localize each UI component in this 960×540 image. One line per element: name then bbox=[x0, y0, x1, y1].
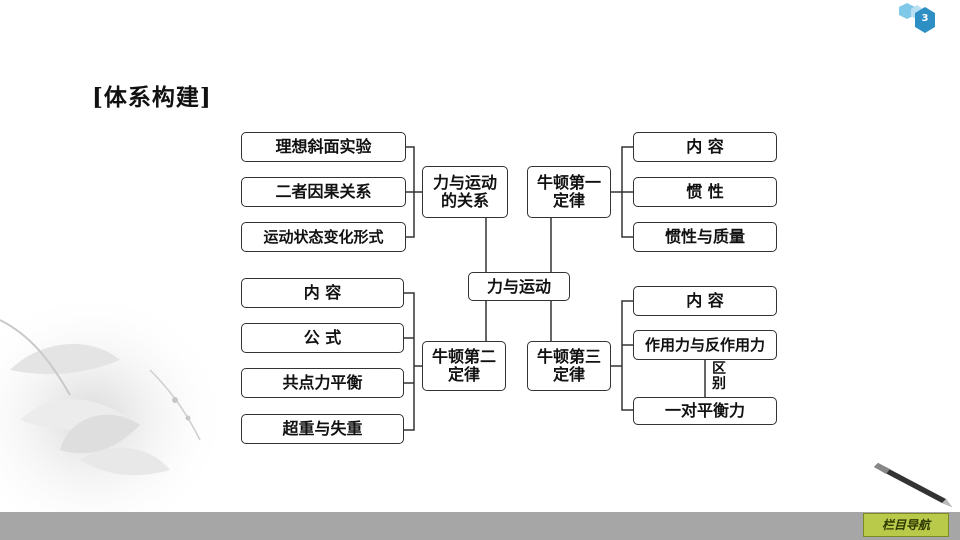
branch-newton-third-law: 牛顿第三 定律 bbox=[527, 341, 611, 391]
branch-newton-first-law: 牛顿第一 定律 bbox=[527, 166, 611, 218]
pen-icon bbox=[874, 463, 952, 507]
page-number: 3 bbox=[921, 13, 929, 24]
item-motion-state-change-forms: 运动状态变化形式 bbox=[241, 222, 406, 252]
item-concurrent-force-equilibrium: 共点力平衡 bbox=[241, 368, 404, 398]
nav-button[interactable]: 栏目导航 bbox=[863, 513, 949, 537]
item-action-reaction-force: 作用力与反作用力 bbox=[633, 330, 777, 360]
difference-label: 区 别 bbox=[712, 361, 726, 392]
page-title: [体系构建] bbox=[92, 84, 212, 111]
item-second-law-content: 内 容 bbox=[241, 278, 404, 308]
branch-newton-second-law: 牛顿第二 定律 bbox=[422, 341, 506, 391]
item-overweight-weightlessness: 超重与失重 bbox=[241, 414, 404, 444]
flower-decoration-icon bbox=[0, 300, 230, 515]
item-third-law-content: 内 容 bbox=[633, 286, 777, 316]
hexagon-icon bbox=[899, 3, 935, 33]
center-force-and-motion: 力与运动 bbox=[468, 272, 570, 301]
branch-force-motion-relation: 力与运动 的关系 bbox=[422, 166, 508, 218]
item-first-law-content: 内 容 bbox=[633, 132, 777, 162]
bottom-bar bbox=[0, 512, 960, 540]
item-ideal-incline-experiment: 理想斜面实验 bbox=[241, 132, 406, 162]
item-inertia: 惯 性 bbox=[633, 177, 777, 207]
item-inertia-and-mass: 惯性与质量 bbox=[633, 222, 777, 252]
page-number-badge: 3 bbox=[895, 3, 941, 37]
item-causal-relation: 二者因果关系 bbox=[241, 177, 406, 207]
item-formula: 公 式 bbox=[241, 323, 404, 353]
item-balanced-forces: 一对平衡力 bbox=[633, 397, 777, 425]
